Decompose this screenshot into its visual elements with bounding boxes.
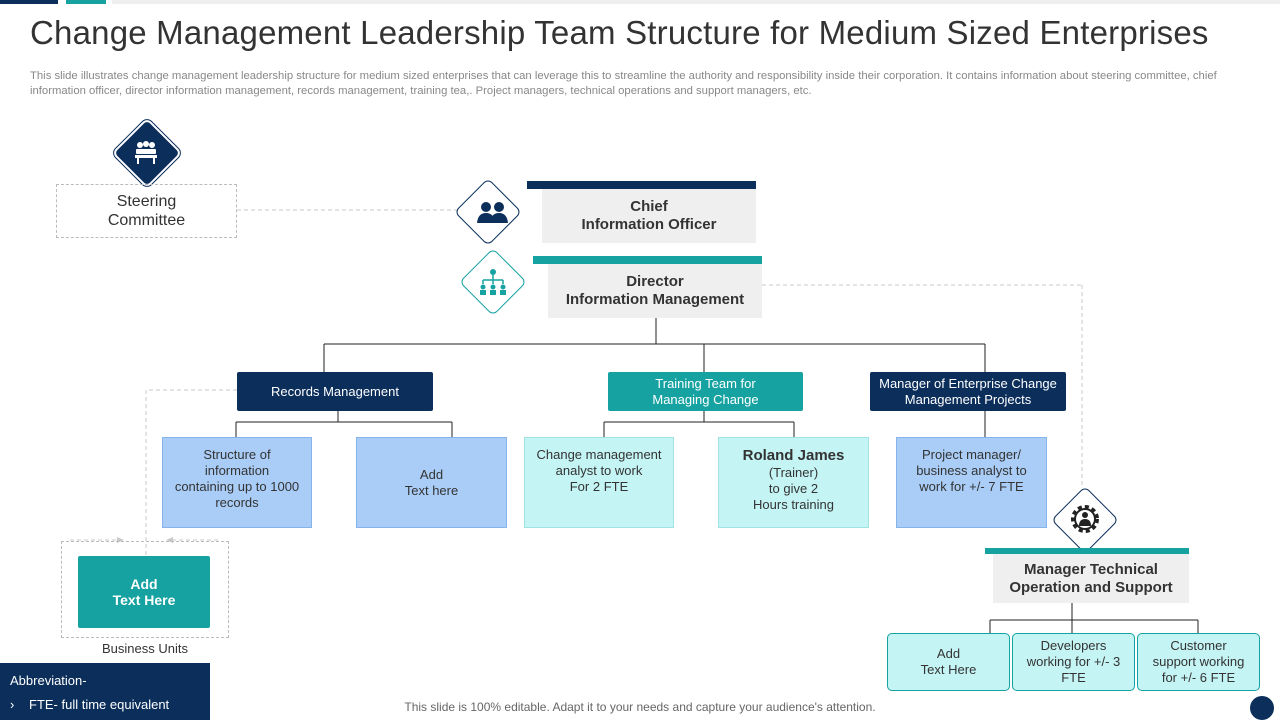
accent-bar-grey bbox=[112, 0, 1280, 4]
abbreviation-bullet: › bbox=[10, 697, 15, 712]
abbreviation-panel: Abbreviation- › FTE- full time equivalen… bbox=[0, 663, 210, 720]
customer-support-card: Customer support working for +/- 6 FTE bbox=[1137, 633, 1260, 691]
page-description: This slide illustrates change management… bbox=[30, 70, 1217, 97]
abbreviation-title: Abbreviation- bbox=[10, 673, 87, 688]
corner-dot bbox=[1250, 696, 1274, 720]
people-icon bbox=[477, 202, 508, 223]
steering-committee-box: Steering Committee bbox=[56, 184, 237, 238]
project-manager-card: Project manager/ business analyst to wor… bbox=[896, 437, 1047, 528]
roland-detail: (Trainer) to give 2 Hours training bbox=[753, 465, 834, 512]
meeting-icon bbox=[135, 141, 157, 164]
director-accent-bar bbox=[533, 256, 762, 264]
cio-box: Chief Information Officer bbox=[542, 189, 756, 243]
business-units-box: Add Text Here bbox=[78, 556, 210, 628]
page-title: Change Management Leadership Team Struct… bbox=[30, 14, 1209, 51]
gear-person-icon bbox=[1071, 505, 1099, 533]
accent-bar-teal bbox=[66, 0, 106, 4]
business-units-label: Business Units bbox=[102, 641, 188, 656]
footer-note: This slide is 100% editable. Adapt it to… bbox=[404, 700, 876, 714]
enterprise-change-box: Manager of Enterprise Change Management … bbox=[870, 372, 1066, 411]
abbreviation-item: FTE- full time equivalent bbox=[29, 697, 170, 712]
business-units-frame bbox=[61, 541, 229, 638]
structure-card: Structure of information containing up t… bbox=[162, 437, 312, 528]
add-text-card: Add Text here bbox=[356, 437, 507, 528]
analyst-card: Change management analyst to work For 2 … bbox=[524, 437, 674, 528]
roland-name: Roland James bbox=[742, 447, 845, 464]
director-box: Director Information Management bbox=[548, 264, 762, 318]
tech-add-text-card: Add Text Here bbox=[887, 633, 1010, 691]
training-team-box: Training Team for Managing Change bbox=[608, 372, 803, 411]
hierarchy-icon bbox=[480, 269, 506, 295]
technical-accent-bar bbox=[985, 548, 1189, 554]
records-management-box: Records Management bbox=[237, 372, 433, 411]
roland-card: Roland James (Trainer) to give 2 Hours t… bbox=[718, 437, 869, 528]
cio-accent-bar bbox=[527, 181, 756, 189]
technical-manager-box: Manager Technical Operation and Support bbox=[993, 554, 1189, 603]
accent-bar-navy bbox=[0, 0, 58, 4]
developers-card: Developers working for +/- 3 FTE bbox=[1012, 633, 1135, 691]
